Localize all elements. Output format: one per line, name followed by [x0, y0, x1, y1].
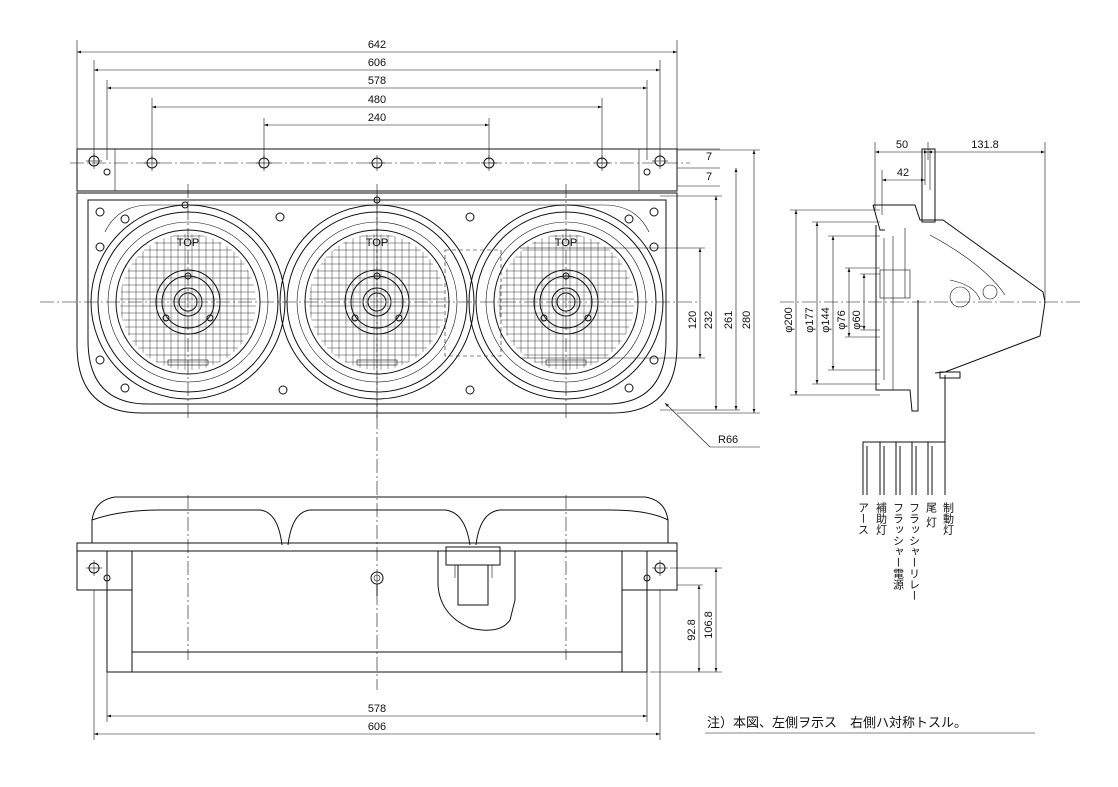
dim-120: 120 [687, 311, 699, 329]
wire-label-earth: アース [857, 502, 870, 535]
lamp-top-mark: TOP [555, 237, 577, 249]
wire-terminals [862, 432, 946, 495]
side-diameter-dimensions: φ200 φ177 φ144 φ76 φ60 [783, 209, 880, 396]
front-vertical-dimensions: 120 232 261 280 [520, 149, 760, 414]
dim-42: 42 [897, 167, 909, 179]
mounting-bracket: 7 7 [70, 148, 720, 192]
lamp-top-mark: TOP [177, 237, 199, 249]
wire-label-brake-lamp: 制動灯 [942, 502, 955, 535]
front-horizontal-dimensions: 642 606 578 480 240 [76, 39, 678, 190]
bottom-view: 578 606 92.8 106.8 [76, 195, 722, 740]
dim-bracket-7b: 7 [706, 171, 712, 183]
dim-606: 606 [368, 57, 386, 69]
dim-642: 642 [368, 39, 386, 51]
dim-d144: φ144 [820, 307, 832, 333]
dim-480: 480 [368, 94, 386, 106]
drawing-note: 注）本図、左側ヲ示ス 右側ハ対称トスル。 [707, 716, 967, 731]
dim-240: 240 [368, 112, 386, 124]
dim-d60: φ60 [851, 310, 863, 329]
wire-label-flasher-relay: フラッシャーリレー [908, 502, 921, 601]
dim-50: 50 [896, 139, 908, 151]
wire-label-aux-lamp: 補助灯 [875, 502, 888, 535]
dim-232: 232 [703, 311, 715, 329]
wire-label-flasher-power: フラッシャー電源 [892, 502, 905, 591]
dim-d177: φ177 [804, 307, 816, 333]
dim-d76: φ76 [836, 310, 848, 329]
dim-131-8: 131.8 [971, 139, 999, 151]
front-view: 642 606 578 480 240 [40, 39, 760, 448]
dim-578: 578 [368, 75, 386, 87]
dim-d200: φ200 [783, 307, 795, 333]
dim-bottom-606: 606 [368, 721, 386, 733]
dim-bracket-7a: 7 [706, 151, 712, 163]
dim-280: 280 [741, 311, 753, 329]
dim-bottom-578: 578 [368, 703, 386, 715]
dim-92-8: 92.8 [686, 619, 698, 640]
side-view: 50 131.8 42 φ200 φ177 φ144 [780, 139, 1080, 601]
wire-label-tail-lamp: 尾 灯 [925, 502, 938, 528]
dim-106-8: 106.8 [703, 611, 715, 639]
bracket-holes [86, 153, 668, 176]
corner-radius-callout: R66 [664, 402, 760, 448]
radius-label: R66 [718, 434, 738, 446]
wire-labels: アース 補助灯 フラッシャー電源 フラッシャーリレー 尾 灯 制動灯 [857, 502, 955, 601]
dim-261: 261 [723, 311, 735, 329]
